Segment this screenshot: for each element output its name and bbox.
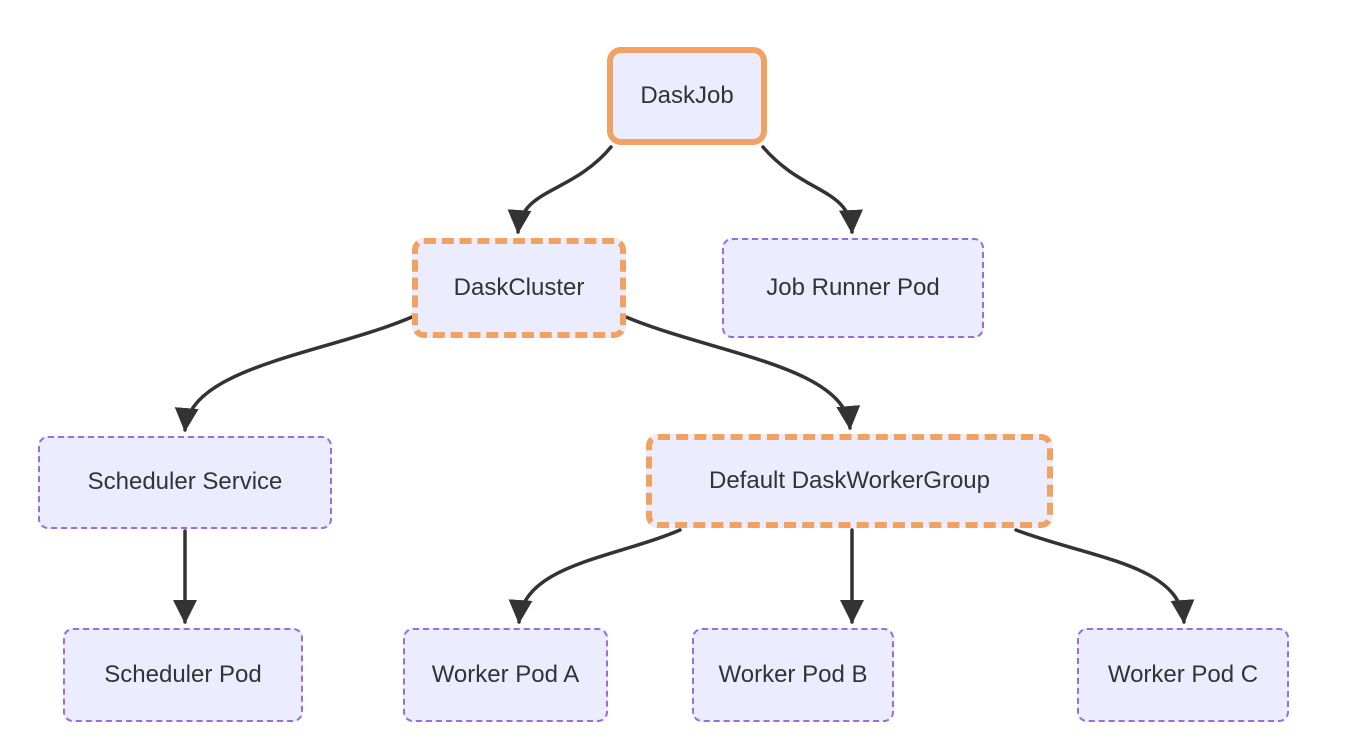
- edge-daskjob-daskcluster: [507, 145, 613, 234]
- edge-dwg-workerc: [1014, 528, 1195, 624]
- edge-daskcluster-schedservice: [174, 315, 414, 432]
- node-default-daskworkergroup-label: Default DaskWorkerGroup: [709, 466, 990, 494]
- node-daskcluster-label: DaskCluster: [453, 273, 585, 301]
- edge-dwg-workera: [508, 528, 682, 624]
- node-daskjob: DaskJob: [607, 47, 767, 145]
- node-scheduler-pod-label: Scheduler Pod: [104, 660, 262, 688]
- node-default-daskworkergroup: Default DaskWorkerGroup: [646, 434, 1053, 528]
- edge-daskcluster-dwg: [624, 315, 861, 430]
- node-worker-pod-c-label: Worker Pod C: [1107, 660, 1259, 688]
- node-scheduler-service: Scheduler Service: [38, 436, 332, 529]
- node-worker-pod-a-label: Worker Pod A: [431, 660, 580, 688]
- edge-daskjob-jobrunner: [761, 145, 863, 234]
- node-job-runner-pod: Job Runner Pod: [722, 238, 984, 338]
- node-worker-pod-a: Worker Pod A: [403, 628, 608, 722]
- node-job-runner-pod-label: Job Runner Pod: [766, 273, 940, 301]
- node-scheduler-service-label: Scheduler Service: [87, 468, 283, 496]
- node-daskjob-label: DaskJob: [640, 81, 734, 109]
- node-scheduler-pod: Scheduler Pod: [63, 628, 303, 722]
- node-worker-pod-c: Worker Pod C: [1077, 628, 1289, 722]
- node-worker-pod-b-label: Worker Pod B: [718, 660, 868, 688]
- node-worker-pod-b: Worker Pod B: [692, 628, 894, 722]
- node-daskcluster: DaskCluster: [412, 238, 626, 338]
